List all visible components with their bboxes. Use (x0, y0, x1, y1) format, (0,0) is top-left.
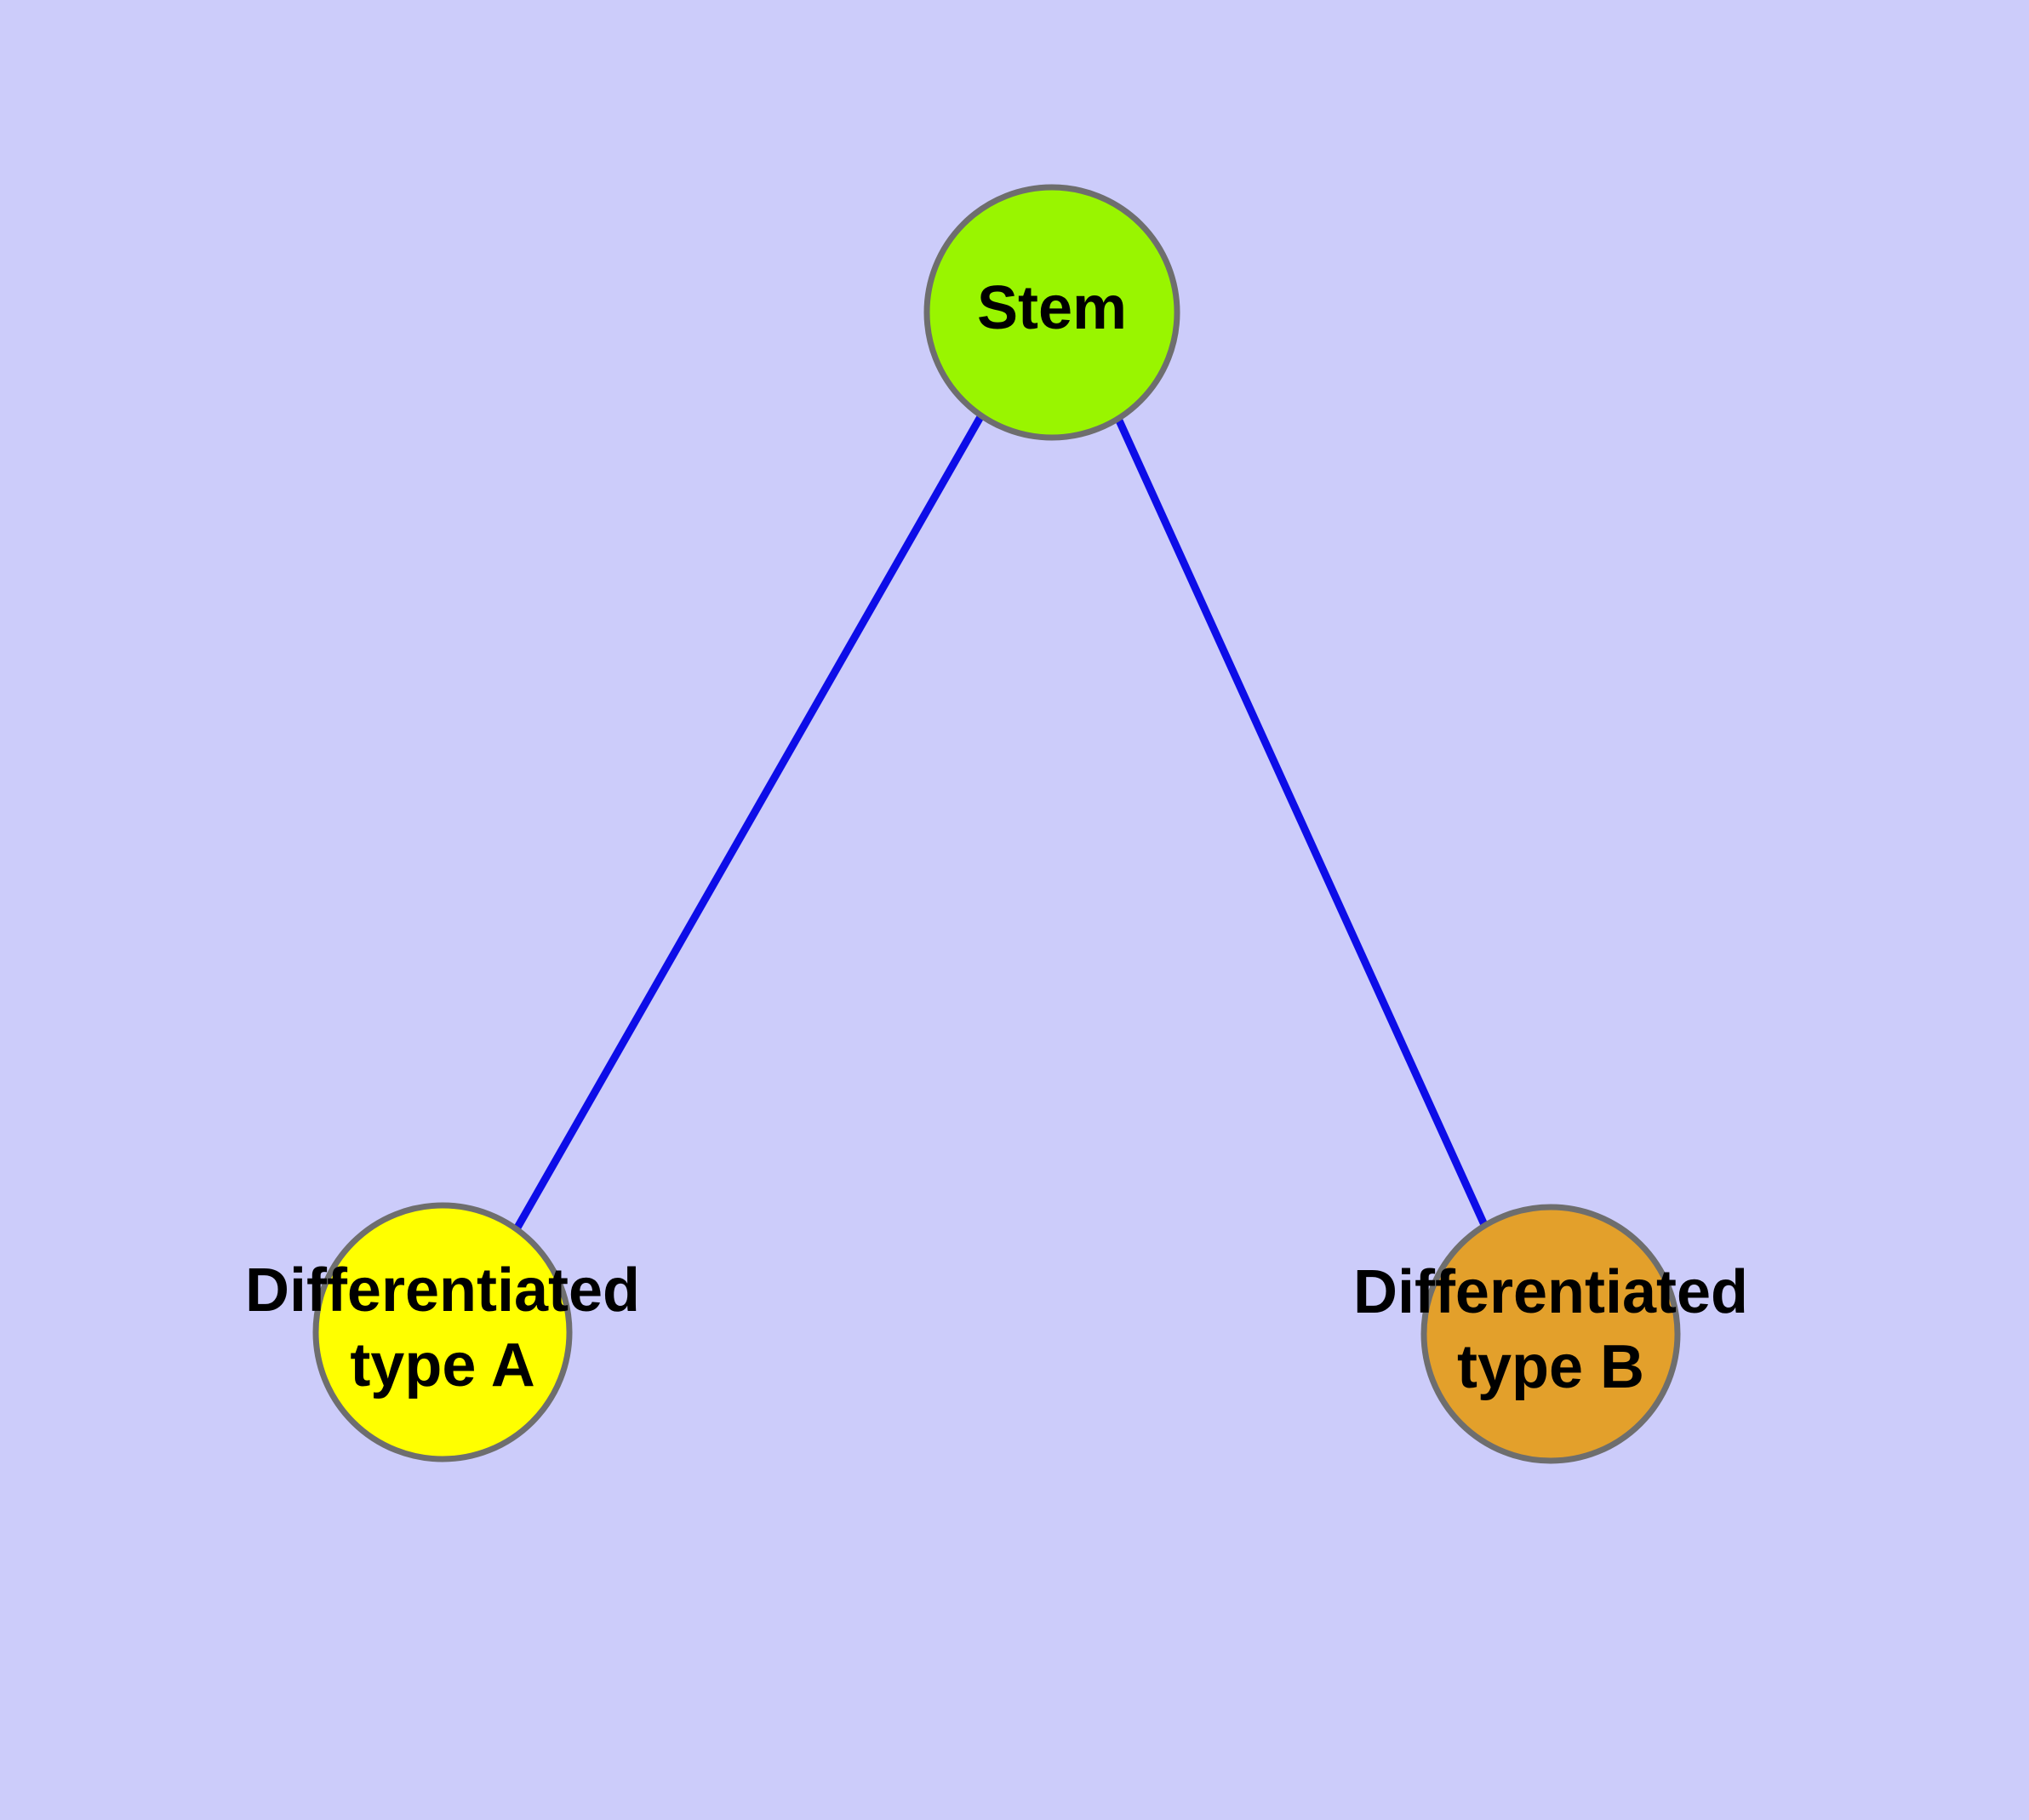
node-label-diff-b: Differentiated type B (1353, 1258, 1748, 1401)
edges-group (514, 409, 1489, 1230)
node-circle-stem[interactable] (923, 184, 1180, 441)
node-label-stem: Stem (977, 274, 1127, 342)
nodes-group (312, 184, 1681, 1464)
node-label-line: type B (1457, 1333, 1644, 1401)
node-label-line: Stem (977, 274, 1127, 342)
edge-stem-to-diff-b (1111, 409, 1489, 1228)
node-circle-diff-a[interactable] (312, 1202, 573, 1462)
node-circle-diff-b[interactable] (1420, 1204, 1681, 1464)
node-label-line: type A (350, 1331, 534, 1399)
node-label-line: Differentiated (245, 1256, 640, 1325)
node-label-line: Differentiated (1353, 1258, 1748, 1326)
edge-stem-to-diff-a (514, 413, 985, 1230)
